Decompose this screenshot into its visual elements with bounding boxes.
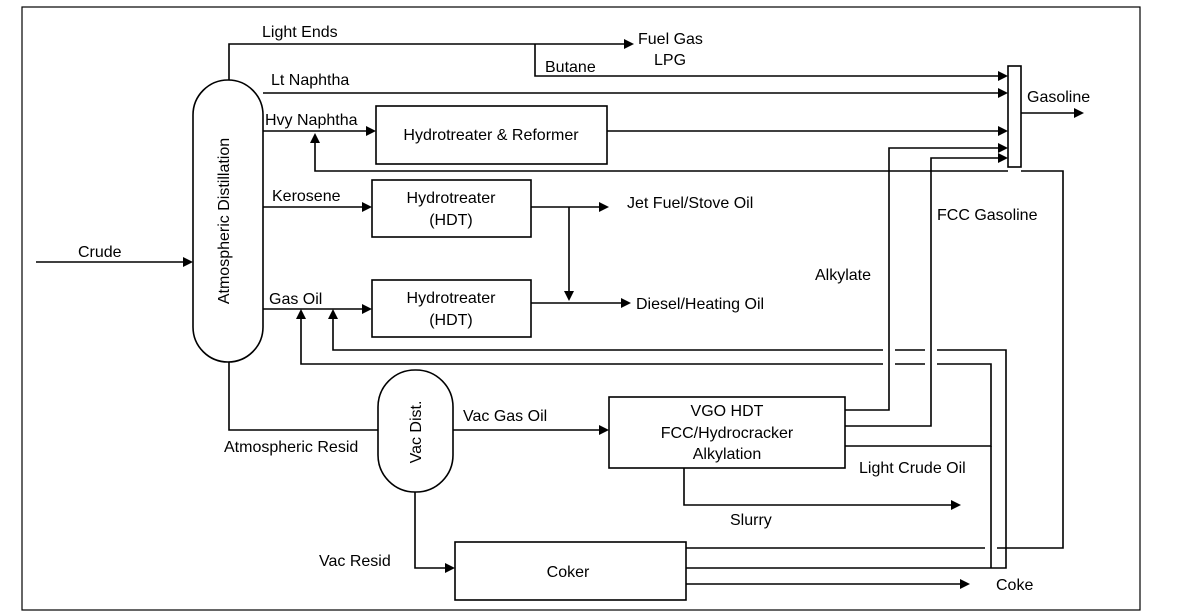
coker-gasoil-recycle-line	[328, 309, 1007, 569]
hvy-naphtha-label: Hvy Naphtha	[265, 112, 358, 129]
coke-line	[686, 579, 970, 589]
vgo-label-1: VGO HDT	[691, 403, 764, 420]
gasoline-product-line	[1021, 108, 1084, 118]
vac-resid-label: Vac Resid	[319, 553, 391, 570]
kerosene-label: Kerosene	[272, 188, 341, 205]
gasoil-hydrotreater-label-1: Hydrotreater	[407, 290, 497, 307]
fcc-gasoline-label: FCC Gasoline	[937, 207, 1038, 224]
vgo-label-2: FCC/Hydrocracker	[661, 425, 794, 442]
atmospheric-resid-label: Atmospheric Resid	[224, 439, 358, 456]
line-crossing-gaps	[883, 345, 997, 568]
gasoil-hydrotreater-box: Hydrotreater (HDT)	[371, 279, 532, 338]
coker-label: Coker	[547, 564, 590, 581]
light-ends-line	[228, 39, 1008, 81]
vac-gas-oil-line	[453, 425, 609, 435]
vac-gas-oil-label: Vac Gas Oil	[463, 408, 547, 425]
hydrotreater-reformer-box: Hydrotreater & Reformer	[375, 105, 608, 165]
lt-naphtha-line	[263, 88, 1008, 98]
coke-label: Coke	[996, 577, 1033, 594]
vac-dist-column: Vac Dist.	[377, 369, 454, 493]
fuel-gas-label: Fuel Gas	[638, 31, 703, 48]
alkylate-line	[845, 143, 1008, 411]
gas-oil-line	[263, 304, 372, 314]
vgo-fcc-box: VGO HDT FCC/Hydrocracker Alkylation	[608, 396, 846, 469]
jet-fuel-line	[531, 202, 609, 301]
lpg-label: LPG	[654, 52, 686, 69]
diesel-label: Diesel/Heating Oil	[636, 296, 764, 313]
hydrotreater-reformer-label: Hydrotreater & Reformer	[403, 127, 579, 144]
crude-label: Crude	[78, 244, 122, 261]
hvy-naphtha-line	[263, 126, 376, 136]
lt-naphtha-label: Lt Naphtha	[271, 72, 349, 89]
diagram-frame	[21, 6, 1141, 611]
atmospheric-resid-line	[228, 362, 378, 431]
jet-fuel-label: Jet Fuel/Stove Oil	[627, 195, 753, 212]
alkylate-label: Alkylate	[815, 267, 871, 284]
light-crude-oil-label: Light Crude Oil	[859, 460, 966, 477]
gasoil-hydrotreater-label-2: (HDT)	[429, 312, 473, 329]
coker-naphtha-line	[686, 170, 1064, 549]
fcc-gasoline-line	[845, 153, 1008, 427]
vac-dist-label: Vac Dist.	[408, 401, 425, 464]
gasoline-pool-box	[1007, 65, 1022, 168]
vac-resid-line	[414, 492, 455, 573]
slurry-label: Slurry	[730, 512, 772, 529]
kerosene-line	[263, 202, 372, 212]
diesel-line	[531, 298, 631, 308]
kerosene-hydrotreater-label-1: Hydrotreater	[407, 190, 497, 207]
butane-label: Butane	[545, 59, 596, 76]
atmospheric-distillation-column: Atmospheric Distillation	[192, 79, 264, 363]
light-ends-label: Light Ends	[262, 24, 338, 41]
gas-oil-label: Gas Oil	[269, 291, 322, 308]
reformate-line	[607, 126, 1008, 136]
slurry-line	[683, 468, 961, 510]
light-crude-oil-line	[296, 309, 992, 447]
naphtha-recycle-line	[310, 133, 1008, 172]
kerosene-hydrotreater-label-2: (HDT)	[429, 212, 473, 229]
kerosene-hydrotreater-box: Hydrotreater (HDT)	[371, 179, 532, 238]
gasoline-label: Gasoline	[1027, 89, 1090, 106]
coker-box: Coker	[454, 541, 687, 601]
crude-feed-line	[36, 257, 193, 267]
vgo-label-3: Alkylation	[693, 446, 761, 463]
atmospheric-distillation-label: Atmospheric Distillation	[216, 138, 233, 304]
